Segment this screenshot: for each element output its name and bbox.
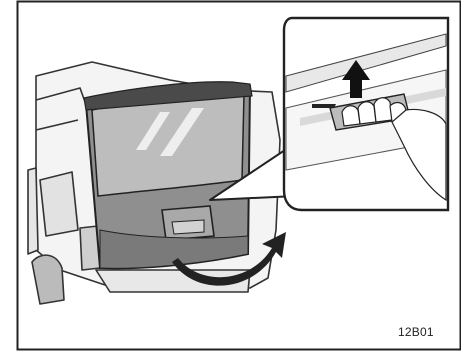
detail-callout (284, 18, 448, 210)
tailgate (84, 82, 252, 269)
figure-code: 12B01 (398, 325, 434, 339)
